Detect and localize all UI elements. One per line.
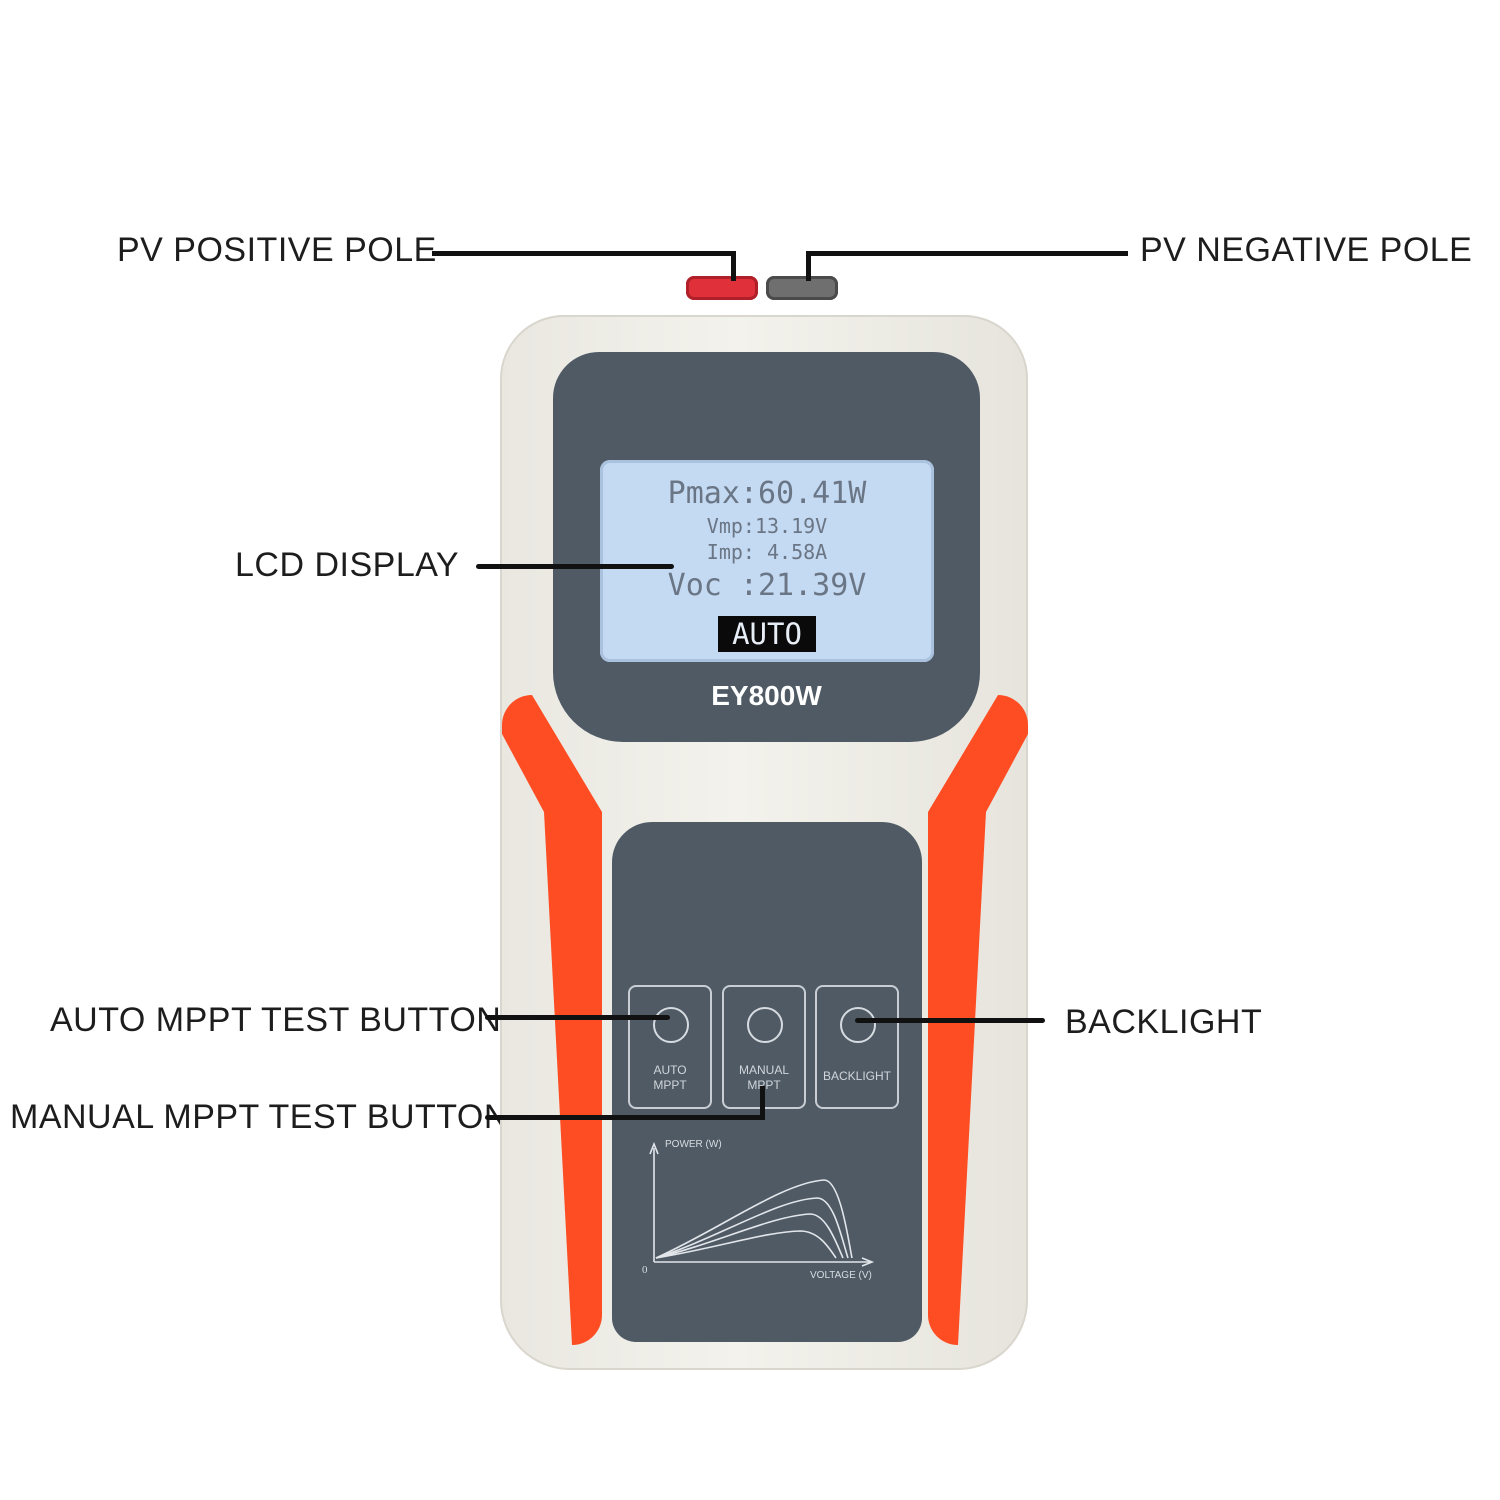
lcd-display-leader: [476, 564, 674, 569]
backlight-leader: [855, 1018, 1045, 1023]
positive-pole-label: PV POSITIVE POLE: [117, 231, 437, 269]
auto-mppt-leader: [485, 1015, 670, 1020]
model-name: EY800W: [711, 680, 822, 711]
negative-pole-label: PV NEGATIVE POLE: [1140, 231, 1473, 269]
lcd-imp: Imp: 4.58A: [706, 540, 828, 564]
manual-mppt-button-text: MANUAL MPPT: [738, 1063, 789, 1092]
graph-origin: 0: [642, 1264, 648, 1276]
positive-pole-leader: [432, 251, 736, 256]
graph-xlabel: VOLTAGE (V): [810, 1270, 872, 1281]
backlight-label: BACKLIGHT: [1065, 1003, 1263, 1041]
pv-curve-3: [655, 1213, 844, 1259]
pv-curve-graphic: POWER (W) VOLTAGE (V) 0: [642, 1139, 875, 1281]
manual-mppt-leader-rise: [760, 1086, 765, 1120]
graph-ylabel: POWER (W): [665, 1139, 722, 1150]
backlight-button-text: BACKLIGHT: [822, 1069, 891, 1083]
manual-mppt-button-label: MANUAL MPPT TEST BUTTON: [10, 1098, 509, 1136]
negative-pole-leader: [806, 251, 1128, 256]
negative-pole-jack: [766, 276, 838, 300]
manual-mppt-leader: [485, 1115, 765, 1120]
manual-mppt-button[interactable]: MANUAL MPPT: [722, 985, 806, 1109]
graph-x-arrow: [861, 1257, 875, 1267]
negative-pole-leader-drop: [806, 251, 811, 281]
lcd-voc: Voc :21.39V: [667, 568, 867, 603]
positive-pole-jack: [686, 276, 758, 300]
lcd-mode-indicator: AUTO: [718, 616, 816, 652]
lcd-display-label: LCD DISPLAY: [235, 546, 460, 584]
graph-y-arrow: [649, 1141, 659, 1155]
pv-curve-1: [655, 1179, 853, 1259]
backlight-button-ring: [840, 1007, 876, 1043]
auto-mppt-button-ring: [653, 1007, 689, 1043]
auto-mppt-button[interactable]: AUTO MPPT: [628, 985, 712, 1109]
lcd-pmax: Pmax:60.41W: [667, 476, 867, 511]
positive-pole-leader-drop: [731, 251, 736, 281]
auto-mppt-button-text: AUTO MPPT: [653, 1063, 687, 1092]
pv-curve-4: [655, 1230, 837, 1259]
pv-curve-2: [655, 1197, 849, 1259]
lcd-vmp: Vmp:13.19V: [706, 514, 828, 538]
auto-mppt-button-label: AUTO MPPT TEST BUTTON: [50, 1001, 502, 1039]
manual-mppt-button-ring: [747, 1007, 783, 1043]
backlight-button[interactable]: BACKLIGHT: [815, 985, 899, 1109]
